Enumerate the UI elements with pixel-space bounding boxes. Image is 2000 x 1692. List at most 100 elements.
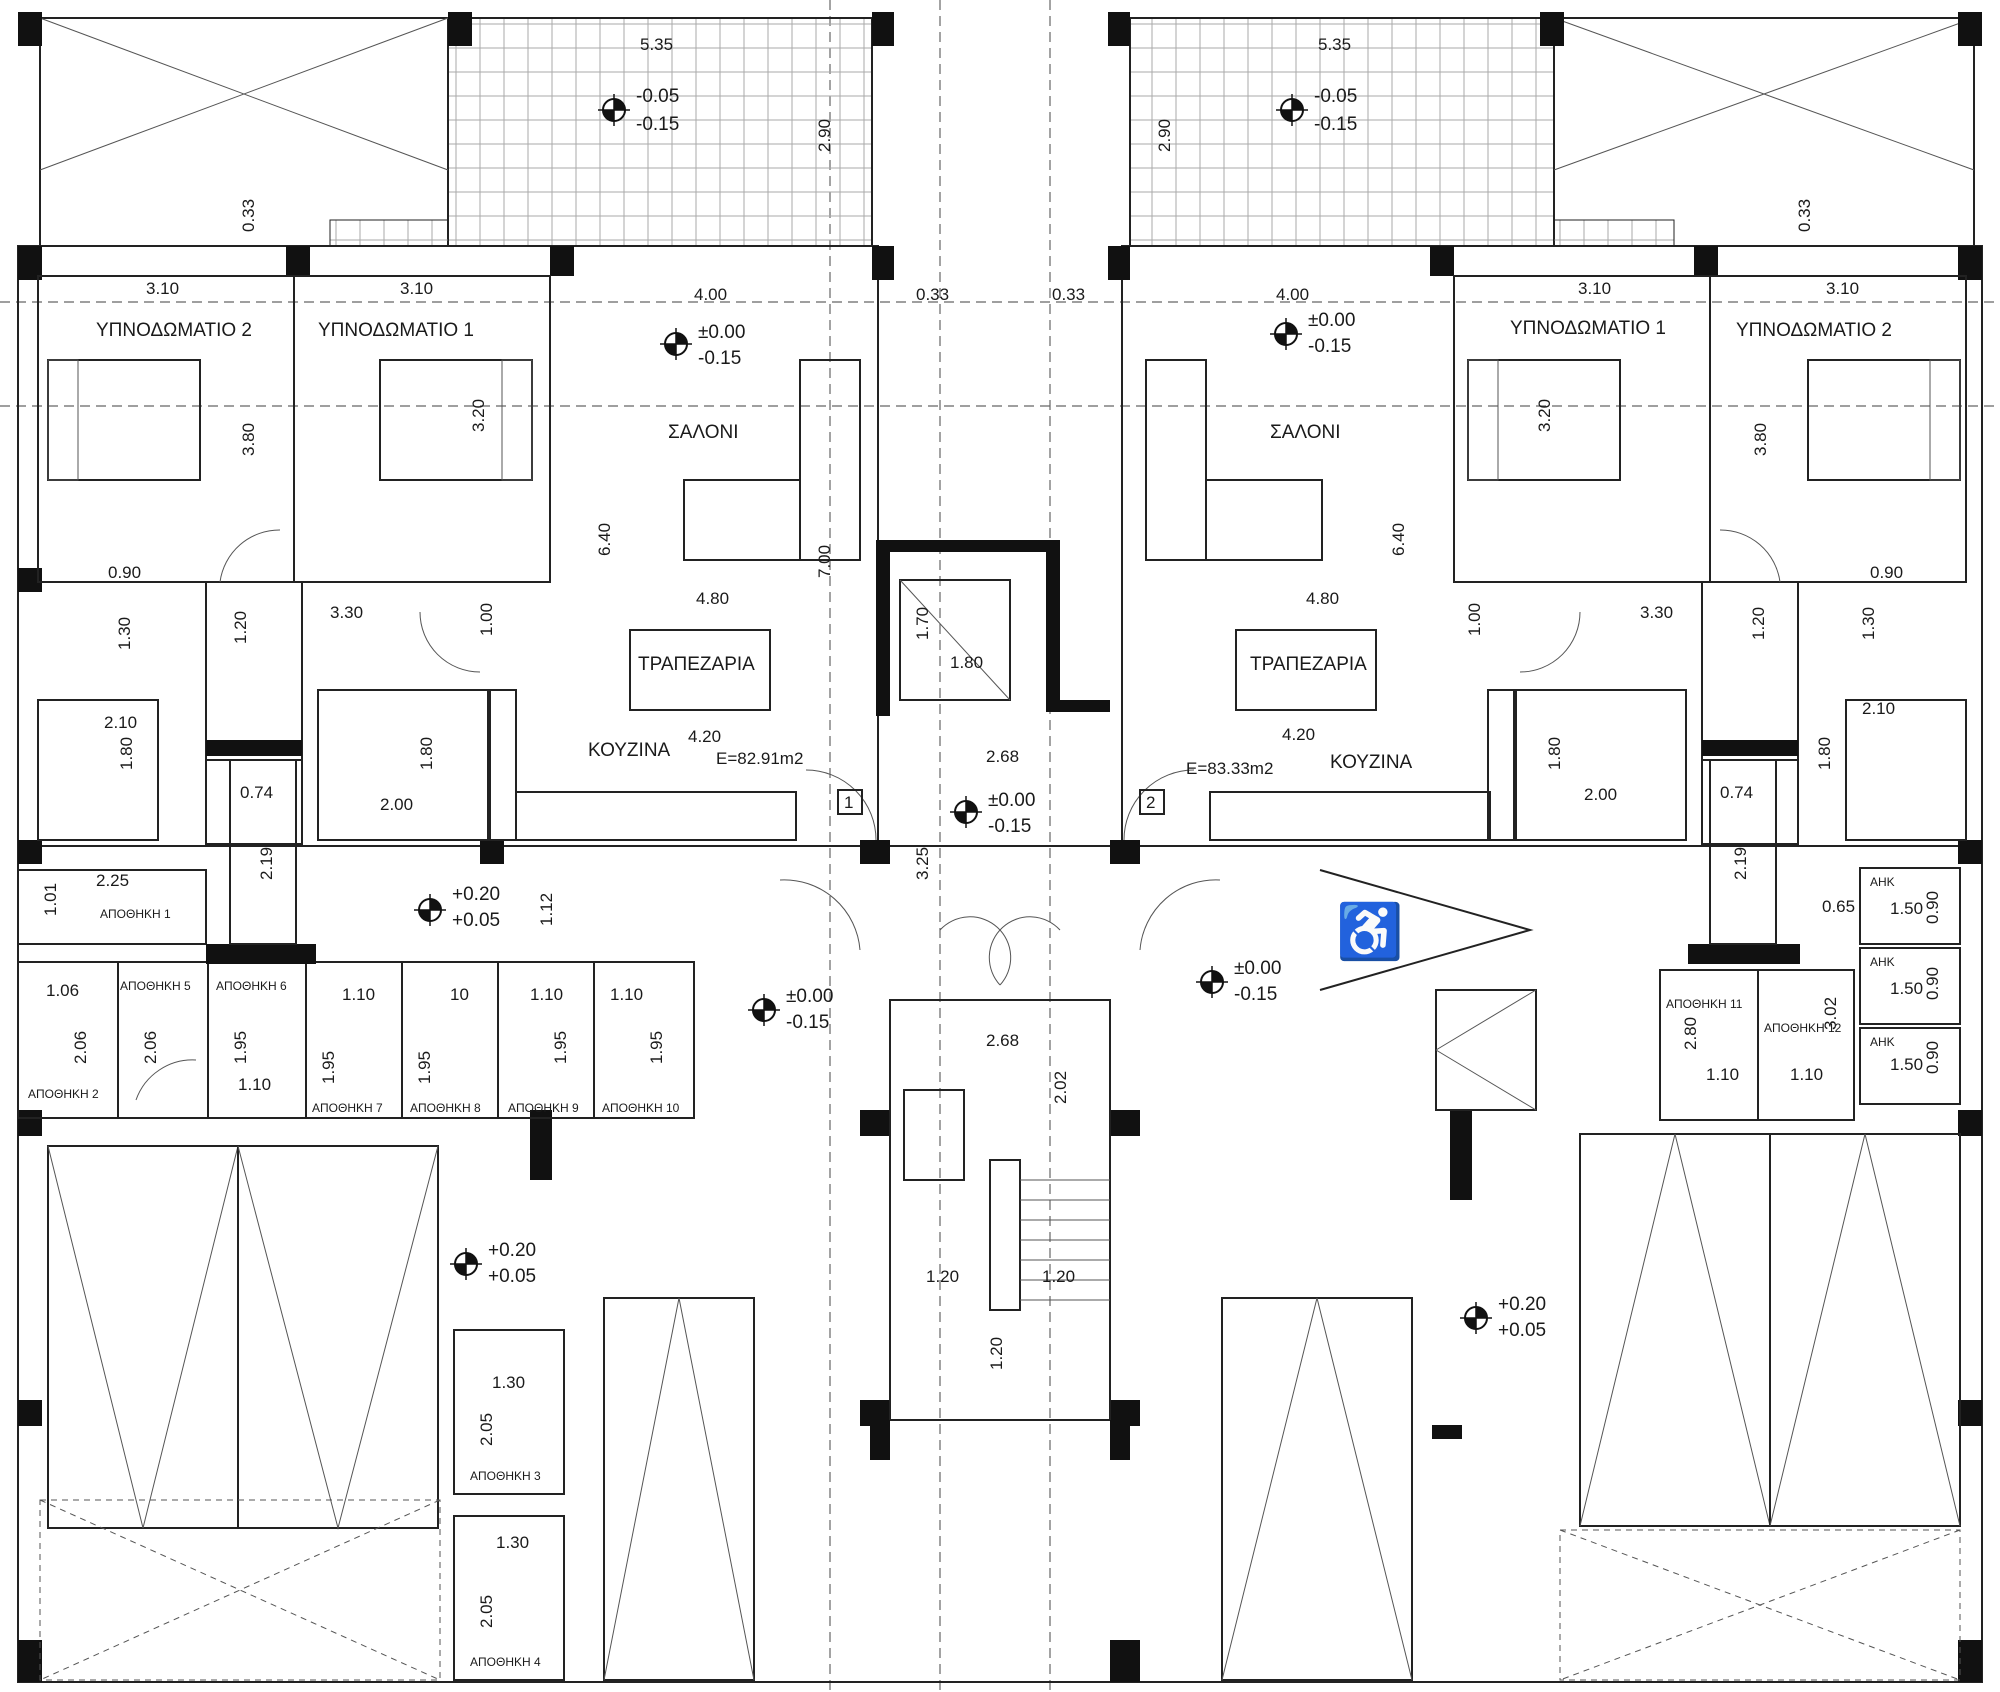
storage-8: ΑΠΟΘΗΚΗ 8: [410, 1101, 481, 1115]
dim-268-bottom: 2.68: [986, 1031, 1019, 1050]
dim-130-right: 1.30: [1859, 607, 1878, 640]
ramp: ♿: [1319, 869, 1537, 1111]
dim-110-a: 1.10: [342, 985, 375, 1004]
dim-101: 1.01: [41, 883, 60, 916]
dim-180-left: 1.80: [117, 737, 136, 770]
dim-074-left: 0.74: [240, 783, 273, 802]
dim-195-e: 1.95: [647, 1031, 666, 1064]
storage-11: ΑΠΟΘΗΚΗ 11: [1666, 997, 1743, 1011]
dim-090-ank-a: 0.90: [1923, 891, 1942, 924]
dim-200-right: 2.00: [1584, 785, 1617, 804]
dim-268-top: 2.68: [986, 747, 1019, 766]
level-entrance-right-top: ±0.00: [1234, 958, 1281, 979]
level-entrance-right-bottom: -0.15: [1234, 984, 1277, 1005]
level-entrance-left-bottom: -0.15: [786, 1012, 829, 1033]
dim-325: 3.25: [913, 847, 932, 880]
dim-195-c: 1.95: [415, 1051, 434, 1084]
level-living-right-bottom: -0.15: [1308, 336, 1351, 357]
level-markers: [413, 93, 1493, 1335]
dim-180-bath-right: 1.80: [1545, 737, 1564, 770]
storage-4: ΑΠΟΘΗΚΗ 4: [470, 1655, 541, 1669]
dim-110-f: 1.10: [1790, 1065, 1823, 1084]
dim-640-right: 6.40: [1389, 523, 1408, 556]
dim-200-left: 2.00: [380, 795, 413, 814]
dim-112: 1.12: [537, 893, 556, 926]
storage-left: [17, 759, 695, 1681]
dim-205-s3: 2.05: [477, 1413, 496, 1446]
ank-3: ΑΗΚ: [1870, 1035, 1895, 1049]
wheelchair-icon: ♿: [1336, 901, 1403, 962]
storage-10: ΑΠΟΘΗΚΗ 10: [602, 1101, 680, 1115]
room-bedroom1-left: ΥΠΝΟΔΩΜΑΤΙΟ 1: [318, 320, 474, 341]
dim-400-left: 4.00: [694, 285, 727, 304]
dim-110-e: 1.10: [1706, 1065, 1739, 1084]
dim-535-right: 5.35: [1318, 35, 1351, 54]
dim-10: 10: [450, 985, 469, 1004]
dim-302: 3.02: [1821, 997, 1840, 1030]
dim-206-a: 2.06: [71, 1031, 90, 1064]
dim-480-left: 4.80: [696, 589, 729, 608]
dim-219-left: 2.19: [257, 847, 276, 880]
dim-320-right: 3.20: [1535, 399, 1554, 432]
dim-130-s3: 1.30: [492, 1373, 525, 1392]
dim-310-c: 3.10: [1578, 279, 1611, 298]
room-dining-left: ΤΡΑΠΕΖΑΡΙΑ: [638, 654, 755, 675]
level-veranda-left-top: -0.05: [636, 86, 679, 107]
storage-3: ΑΠΟΘΗΚΗ 3: [470, 1469, 541, 1483]
storage-1: ΑΠΟΘΗΚΗ 1: [100, 907, 171, 921]
dim-090-left: 0.90: [108, 563, 141, 582]
dim-090-right: 0.90: [1870, 563, 1903, 582]
dim-310-d: 3.10: [1826, 279, 1859, 298]
room-bedroom2-left: ΥΠΝΟΔΩΜΑΤΙΟ 2: [96, 320, 252, 341]
level-parking-left-top: +0.20: [488, 1240, 536, 1261]
dim-290-left: 2.90: [815, 119, 834, 152]
dim-700: 7.00: [815, 545, 834, 578]
level-veranda-right-top: -0.05: [1314, 86, 1357, 107]
room-dining-right: ΤΡΑΠΕΖΑΡΙΑ: [1250, 654, 1367, 675]
dim-380-right: 3.80: [1751, 423, 1770, 456]
room-kitchen-left: ΚΟΥΖΙΝΑ: [588, 740, 671, 761]
level-core-top: ±0.00: [988, 790, 1035, 811]
dim-330-left: 3.30: [330, 603, 363, 622]
room-bedroom2-right: ΥΠΝΟΔΩΜΑΤΙΟ 2: [1736, 320, 1892, 341]
dim-202: 2.02: [1051, 1071, 1070, 1104]
storage-2: ΑΠΟΘΗΚΗ 2: [28, 1087, 99, 1101]
dim-195-a: 1.95: [231, 1031, 250, 1064]
dim-120-right: 1.20: [1749, 607, 1768, 640]
dim-106: 1.06: [46, 981, 79, 1000]
level-corridor-top: +0.20: [452, 884, 500, 905]
dim-320-left: 3.20: [469, 399, 488, 432]
dim-210-left: 2.10: [104, 713, 137, 732]
veranda-right: [1129, 17, 1975, 247]
dim-380-left: 3.80: [239, 423, 258, 456]
storage-5: ΑΠΟΘΗΚΗ 5: [120, 979, 191, 993]
level-entrance-left-top: ±0.00: [786, 986, 833, 1007]
dim-100-left: 1.00: [477, 603, 496, 636]
room-living-left: ΣΑΛΟΝΙ: [668, 422, 739, 443]
dim-206-b: 2.06: [141, 1031, 160, 1064]
dim-170: 1.70: [913, 607, 932, 640]
dim-130-s4: 1.30: [496, 1533, 529, 1552]
level-veranda-right-bottom: -0.15: [1314, 114, 1357, 135]
dim-330-right: 3.30: [1640, 603, 1673, 622]
level-veranda-left-bottom: -0.15: [636, 114, 679, 135]
dim-180-right: 1.80: [1815, 737, 1834, 770]
level-corridor-bottom: +0.05: [452, 910, 500, 931]
dim-210-right: 2.10: [1862, 699, 1895, 718]
storage-9: ΑΠΟΘΗΚΗ 9: [508, 1101, 579, 1115]
ank-1: ΑΗΚ: [1870, 875, 1895, 889]
dim-535-left: 5.35: [640, 35, 673, 54]
level-parking-left-bottom: +0.05: [488, 1266, 536, 1287]
veranda-left: [39, 17, 873, 247]
dim-225: 2.25: [96, 871, 129, 890]
dim-110-c: 1.10: [610, 985, 643, 1004]
level-living-right-top: ±0.00: [1308, 310, 1355, 331]
level-parking-right-bottom: +0.05: [1498, 1320, 1546, 1341]
area-right: E=83.33m2: [1186, 759, 1273, 778]
dim-180-bath-left: 1.80: [417, 737, 436, 770]
apartment-left: [37, 275, 877, 846]
dim-150-b: 1.50: [1890, 979, 1923, 998]
storage-6: ΑΠΟΘΗΚΗ 6: [216, 979, 287, 993]
dim-180-core: 1.80: [950, 653, 983, 672]
